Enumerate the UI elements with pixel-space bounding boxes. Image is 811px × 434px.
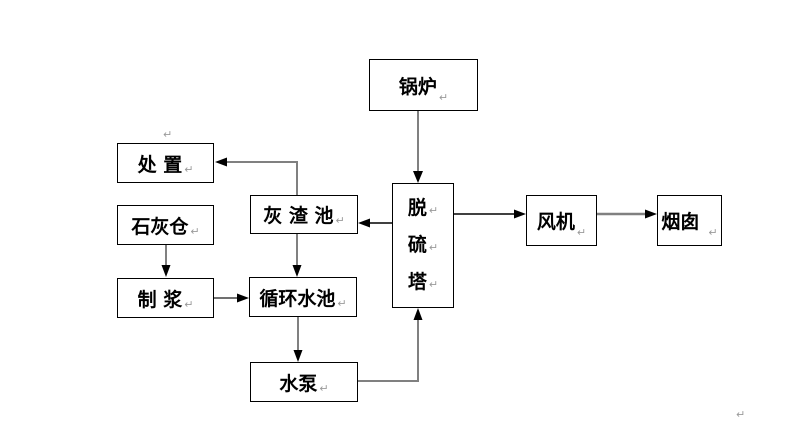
return-mark-icon: ↵ — [184, 163, 194, 176]
node-tower-char-2: 硫 — [407, 234, 427, 256]
node-water-pump-label: 水泵 — [279, 372, 318, 395]
node-chimney-label: 烟囱 — [661, 211, 700, 233]
edge-ash-pool-to-circulating-pool — [292, 234, 302, 277]
node-circulating-water-pool: 循环水池↵ — [249, 277, 357, 317]
return-mark-icon: ↵ — [428, 278, 439, 291]
edge-tower-to-fan — [454, 209, 526, 219]
edge-pulping-to-circulating-pool — [214, 293, 249, 303]
edge-lime-silo-to-pulping — [161, 245, 171, 277]
node-chimney: 烟囱 ↵ — [657, 195, 722, 246]
node-boiler: 锅炉↵ — [369, 59, 478, 111]
node-pulping: 制 浆↵ — [117, 278, 214, 318]
return-mark-icon: ↵ — [576, 226, 587, 239]
node-disposal: 处 置↵ — [117, 143, 214, 183]
return-mark-icon: ↵ — [190, 225, 200, 238]
return-mark-icon: ↵ — [337, 297, 347, 310]
node-tower-char-1: 脱 — [407, 197, 427, 219]
node-tower-char-3: 塔 — [407, 271, 427, 293]
return-mark-icon: ↵ — [184, 298, 194, 311]
edge-boiler-to-tower — [413, 111, 423, 183]
edge-circulating-pool-to-water-pump — [293, 317, 303, 362]
edge-ash-pool-to-disposal — [215, 157, 298, 195]
node-lime-silo: 石灰仓↵ — [117, 205, 214, 245]
edge-water-pump-to-tower — [358, 308, 423, 382]
return-mark-icon: ↵ — [428, 241, 439, 254]
node-ash-pool-label: 灰 渣 池 — [263, 205, 334, 227]
return-mark-icon: ↵ — [319, 382, 329, 395]
edge-fan-to-chimney — [597, 209, 657, 219]
return-mark-icon: ↵ — [335, 214, 345, 227]
node-fan-label: 风机 — [536, 211, 575, 233]
node-circulating-water-pool-label: 循环水池 — [259, 287, 336, 310]
node-desulfurization-tower: 脱↵ 硫↵ 塔↵ — [392, 183, 454, 308]
node-water-pump: 水泵↵ — [250, 362, 358, 402]
node-boiler-label: 锅炉 — [398, 75, 437, 98]
node-pulping-label: 制 浆 — [137, 288, 183, 311]
node-disposal-label: 处 置 — [137, 153, 183, 176]
return-mark-icon: ↵ — [428, 204, 439, 217]
paragraph-return-mark-icon: ↵ — [736, 408, 746, 421]
return-mark-icon: ↵ — [708, 226, 718, 239]
edge-tower-to-ash-pool — [358, 218, 392, 228]
node-ash-pool: 灰 渣 池↵ — [250, 195, 358, 234]
node-lime-silo-label: 石灰仓 — [131, 215, 189, 238]
node-fan: 风机↵ — [526, 195, 597, 246]
return-mark-icon: ↵ — [438, 91, 449, 104]
paragraph-return-mark-icon: ↵ — [163, 128, 173, 141]
